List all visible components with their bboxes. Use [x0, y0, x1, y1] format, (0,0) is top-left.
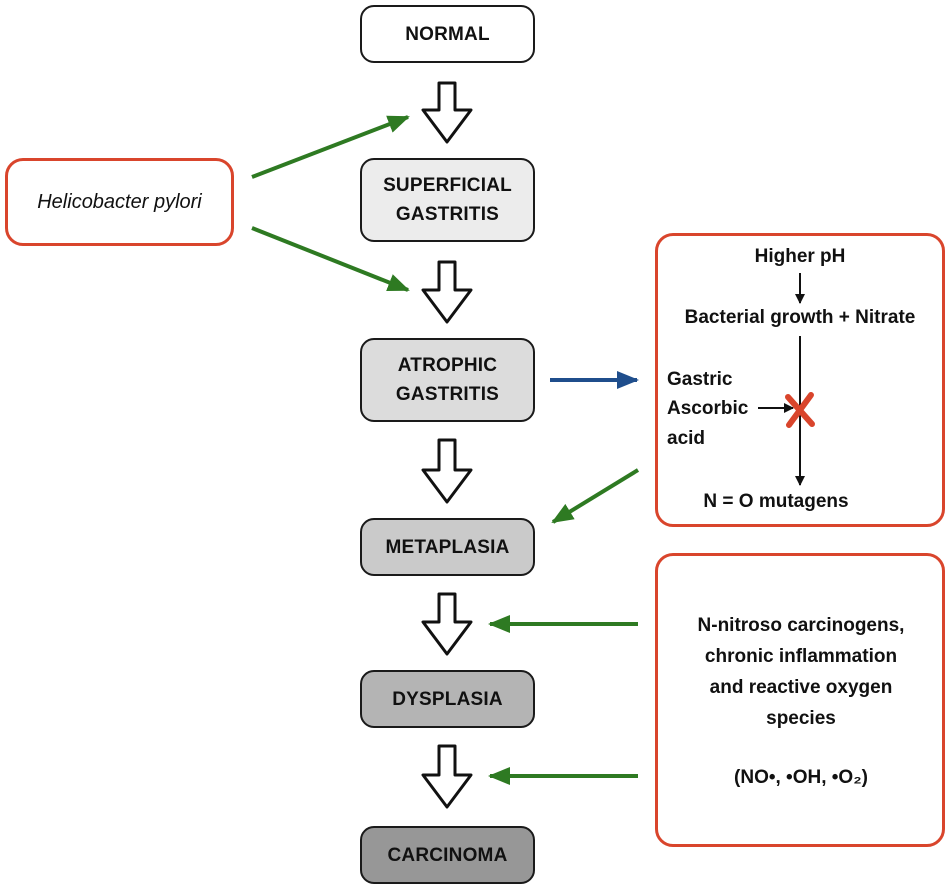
stage-atrophic-gastritis: ATROPHIC GASTRITIS	[360, 338, 535, 422]
stage-label: SUPERFICIAL GASTRITIS	[383, 175, 512, 225]
mechanism-panel	[655, 553, 945, 847]
stage-superficial-gastritis: SUPERFICIAL GASTRITIS	[360, 158, 535, 242]
pylori-arrow-lower	[251, 226, 410, 292]
higher-ph-label: Higher pH	[754, 246, 846, 267]
radicals-label: (NO•, •OH, •O₂)	[734, 767, 868, 788]
down-arrow-1	[421, 81, 473, 144]
down-arrow-3	[421, 438, 473, 504]
stage-dysplasia: DYSPLASIA	[360, 670, 535, 728]
stage-label: NORMAL	[405, 23, 490, 45]
pylori-arrow-upper	[251, 115, 410, 179]
stage-normal: NORMAL	[360, 5, 535, 63]
gastric-label: Gastric	[667, 369, 733, 390]
blocked-x-icon	[785, 392, 815, 428]
mechanism-text: N-nitroso carcinogens, chronic inflammat…	[697, 615, 905, 729]
stage-label: METAPLASIA	[385, 536, 510, 558]
helicobacter-pylori-box: Helicobacter pylori	[5, 158, 234, 246]
acid-label: acid	[667, 428, 706, 449]
down-arrow-2	[421, 260, 473, 324]
panel-to-metaplasia-arrow	[551, 468, 640, 524]
stage-carcinoma: CARCINOMA	[360, 826, 535, 884]
bacterial-growth-label: Bacterial growth + Nitrate	[684, 307, 916, 328]
down-arrow-4	[421, 592, 473, 656]
down-arrow-5	[421, 744, 473, 809]
helicobacter-pylori-label: Helicobacter pylori	[37, 190, 202, 213]
stage-label: DYSPLASIA	[392, 688, 503, 710]
stage-label: CARCINOMA	[387, 844, 508, 866]
stage-metaplasia: METAPLASIA	[360, 518, 535, 576]
mutagens-label: N = O mutagens	[703, 491, 849, 512]
ascorbic-label: Ascorbic	[667, 398, 749, 419]
stage-label: ATROPHIC GASTRITIS	[395, 355, 500, 405]
